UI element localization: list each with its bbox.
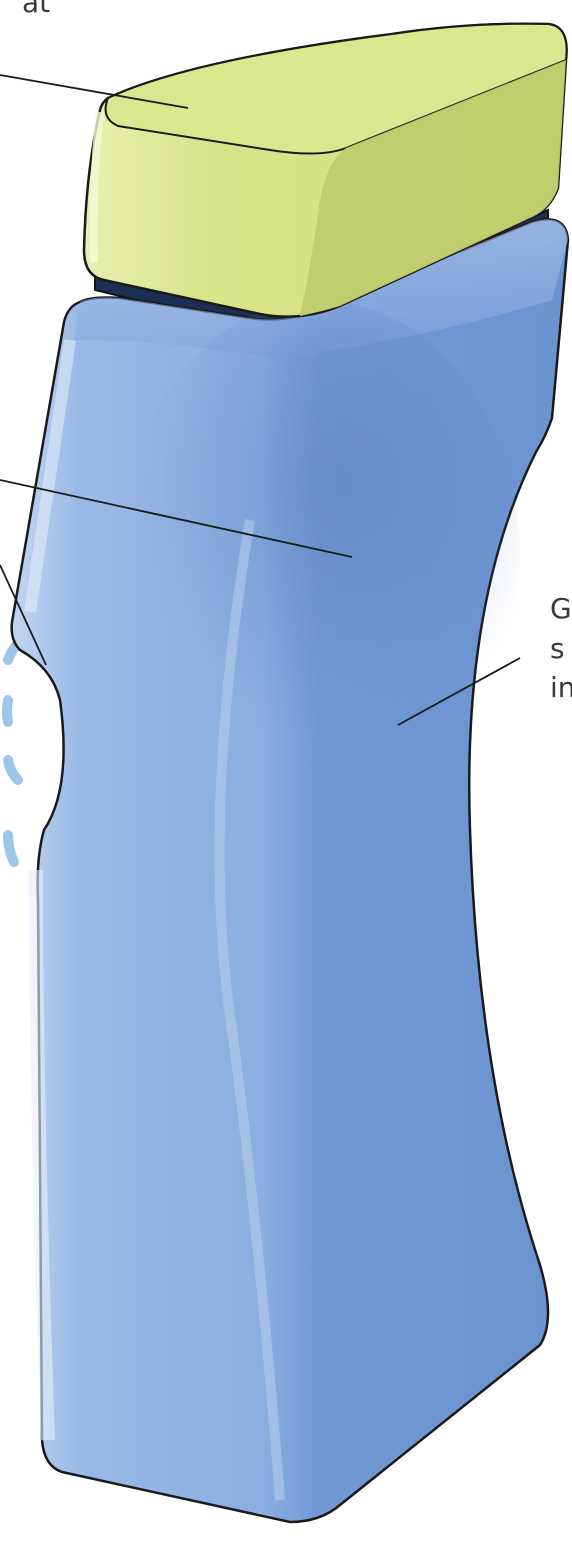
label-fragment-right-2: s <box>550 632 565 665</box>
label-fragment-right-3: in <box>550 671 572 704</box>
label-fragment-right-1: G <box>550 592 572 625</box>
ring-accent-icon <box>7 640 22 862</box>
bottle-body <box>12 219 568 1522</box>
label-fragment-top-left: at <box>22 0 50 19</box>
